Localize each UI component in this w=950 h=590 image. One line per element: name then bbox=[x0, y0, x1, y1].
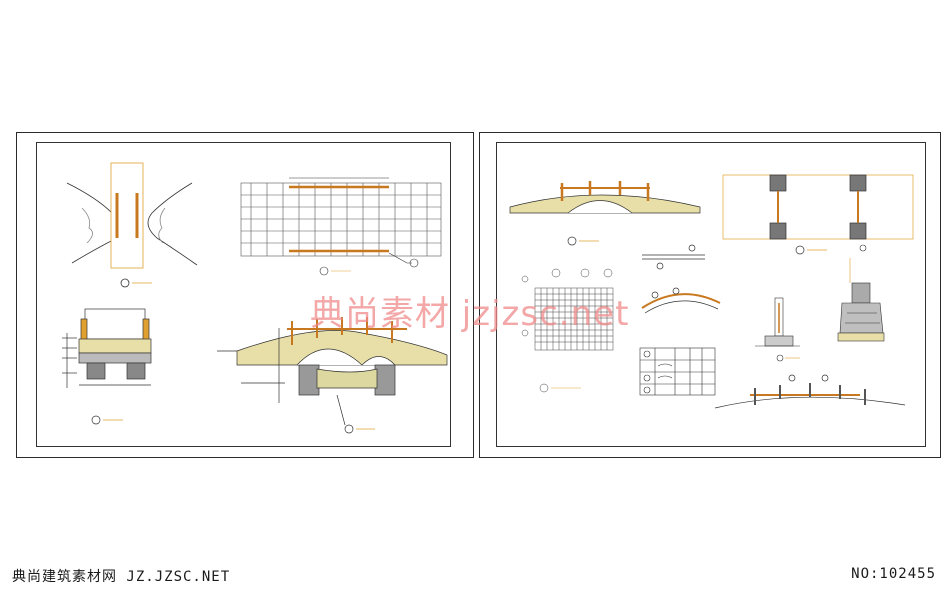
bridge-cross-section bbox=[62, 308, 152, 425]
bridge-drawings-left bbox=[62, 162, 448, 434]
deck-grid-plan bbox=[240, 177, 442, 276]
bridge-plan-view bbox=[66, 162, 198, 288]
reinforcement-mesh bbox=[521, 268, 614, 393]
footer-item-number: NO:102455 bbox=[851, 566, 936, 582]
stone-pier-section bbox=[837, 244, 885, 342]
watermark: 典尚素材 jzjzsc.net bbox=[310, 294, 630, 334]
footer-site-name: 典尚建筑素材网 JZ.JZSC.NET bbox=[12, 569, 231, 585]
bridge-drawings-right bbox=[509, 174, 914, 409]
sheet-right-frame bbox=[496, 142, 926, 447]
bridge-elevation-view bbox=[217, 317, 448, 434]
sheet-left-frame bbox=[36, 142, 451, 447]
drawing-sheet-left bbox=[16, 132, 474, 458]
rail-details bbox=[641, 244, 721, 314]
material-table bbox=[639, 347, 716, 396]
post-detail bbox=[755, 297, 800, 362]
arch-elevation bbox=[509, 181, 701, 246]
pillar-plan bbox=[722, 174, 914, 255]
drawing-sheet-right bbox=[479, 132, 941, 458]
side-elevation bbox=[714, 374, 906, 409]
